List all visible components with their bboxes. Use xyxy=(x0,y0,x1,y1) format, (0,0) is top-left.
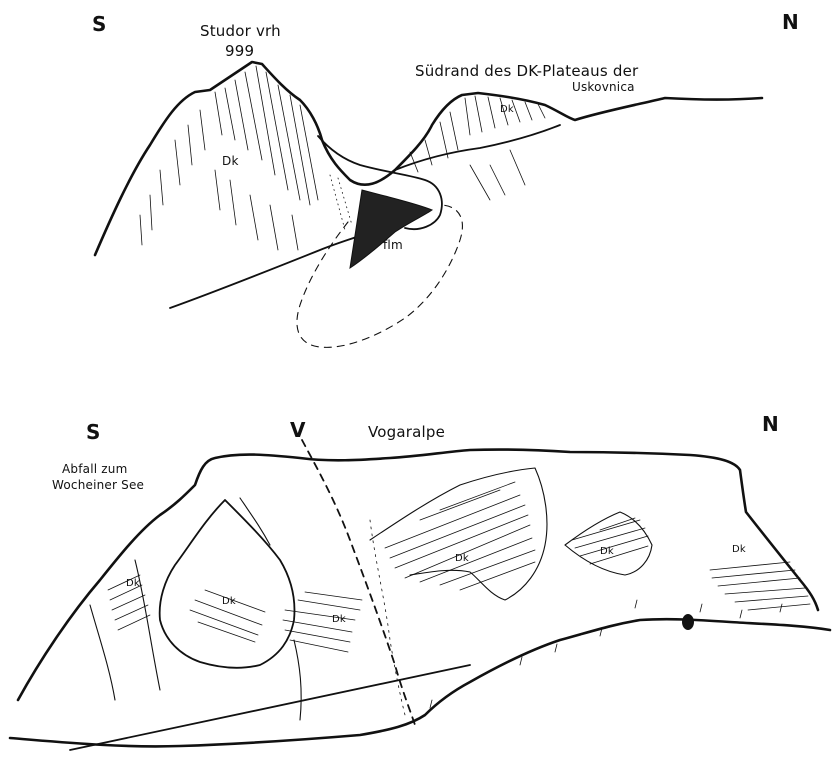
left-slope-line-4 xyxy=(90,605,115,700)
slope-label-line1: Abfall zum xyxy=(62,462,127,476)
top-unit-label-flm: flm xyxy=(383,238,403,252)
plateau-label-line2: Uskovnica xyxy=(572,80,635,94)
bottom-unit-label-upper: Dk xyxy=(455,553,469,564)
top-base-line xyxy=(170,232,370,308)
central-block-outline xyxy=(160,500,295,668)
upper-dk-hatching xyxy=(385,482,535,590)
far-right-dk-hatching xyxy=(710,562,810,610)
bottom-unit-label-left: Dk xyxy=(126,578,140,589)
top-unit-label-ridge: Dk xyxy=(500,104,514,115)
right-dk-hatching xyxy=(572,518,648,564)
right-rock-outline xyxy=(565,512,652,575)
peak-elevation: 999 xyxy=(225,42,254,60)
bottom-unit-label-right: Dk xyxy=(600,546,614,557)
peak-name: Studor vrh xyxy=(200,22,281,40)
bottom-north-label: N xyxy=(762,412,779,436)
ground-ticks xyxy=(430,600,782,708)
bottom-ground-line xyxy=(10,619,830,746)
left-slope-line-2 xyxy=(240,498,270,545)
location-dot xyxy=(682,614,694,630)
plateau-label-line1: Südrand des DK-Plateaus der xyxy=(415,62,638,80)
upper-rock-outline xyxy=(370,468,547,600)
top-dotted-contact xyxy=(330,175,352,230)
fault-line-v xyxy=(302,440,415,725)
bottom-unit-label-central-right: Dk xyxy=(332,614,346,625)
bottom-south-label: S xyxy=(86,420,101,444)
left-slope-line-3 xyxy=(294,640,301,720)
top-north-label: N xyxy=(782,10,799,34)
fault-label-v: V xyxy=(290,418,306,442)
bottom-base-line xyxy=(70,665,470,750)
top-south-label: S xyxy=(92,12,107,36)
slope-label-line2: Wocheiner See xyxy=(52,478,144,492)
alp-name: Vogaralpe xyxy=(368,423,445,441)
bottom-unit-label-central: Dk xyxy=(222,596,236,607)
top-unit-label-peak: Dk xyxy=(222,154,239,168)
top-lower-ridge xyxy=(395,125,560,170)
bottom-unit-label-far-right: Dk xyxy=(732,544,746,555)
top-profile xyxy=(95,62,762,347)
